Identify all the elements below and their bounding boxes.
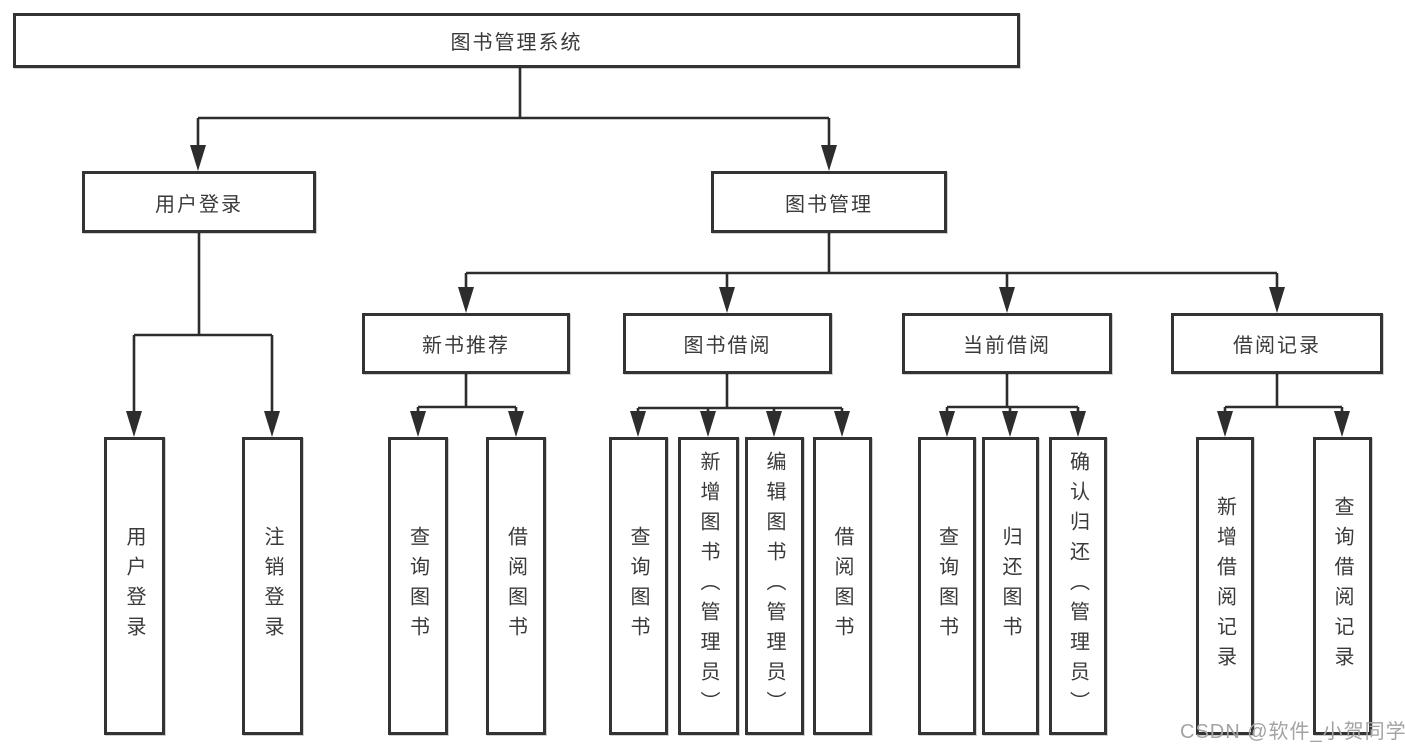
- node-book-borrowing: 图书借阅: [623, 313, 832, 374]
- connector-bookborrow-to-children: [630, 374, 850, 437]
- node-cb-confirm-return-admin: 确认归还（管理员）: [1049, 437, 1107, 735]
- node-user-login: 用户登录: [82, 171, 316, 233]
- node-bb-query-books-label: 查询图书: [627, 526, 649, 646]
- node-logout-action-label: 注销登录: [261, 526, 283, 646]
- node-current-borrowing: 当前借阅: [902, 313, 1112, 374]
- node-br-query-record: 查询借阅记录: [1313, 437, 1372, 735]
- node-cb-return-books: 归还图书: [982, 437, 1039, 735]
- connector-login-to-children: [126, 233, 280, 437]
- connector-mgmt-to-level3: [458, 233, 1285, 313]
- node-cb-return-books-label: 归还图书: [999, 526, 1021, 646]
- node-bb-query-books: 查询图书: [609, 437, 668, 735]
- node-bb-edit-books-admin-label: 编辑图书（管理员）: [763, 451, 785, 721]
- node-book-management: 图书管理: [711, 171, 947, 233]
- node-new-book-recommend-label: 新书推荐: [422, 335, 510, 357]
- node-cb-confirm-return-admin-label: 确认归还（管理员）: [1066, 451, 1089, 721]
- node-borrow-records-label: 借阅记录: [1233, 335, 1321, 357]
- node-nb-borrow-books-label: 借阅图书: [504, 526, 527, 646]
- node-br-query-record-label: 查询借阅记录: [1331, 496, 1353, 676]
- node-bb-borrow-books-label: 借阅图书: [831, 526, 853, 646]
- node-borrow-records: 借阅记录: [1171, 313, 1383, 374]
- node-nb-borrow-books: 借阅图书: [486, 437, 546, 735]
- node-new-book-recommend: 新书推荐: [362, 313, 570, 374]
- node-cb-query-books: 查询图书: [918, 437, 976, 735]
- node-bb-add-books-admin-label: 新增图书（管理员）: [697, 451, 719, 721]
- node-current-borrowing-label: 当前借阅: [963, 335, 1051, 357]
- node-cb-query-books-label: 查询图书: [935, 526, 958, 646]
- node-book-borrowing-label: 图书借阅: [683, 335, 772, 357]
- csdn-watermark: CSDN @软件_小贺同学: [1180, 721, 1405, 743]
- node-bb-edit-books-admin: 编辑图书（管理员）: [745, 437, 804, 735]
- node-bb-borrow-books: 借阅图书: [813, 437, 872, 735]
- node-root-label: 图书管理系统: [450, 32, 583, 54]
- connector-currentborrow-to-children: [939, 374, 1086, 437]
- node-br-add-record-label: 新增借阅记录: [1213, 496, 1236, 676]
- node-logout-action: 注销登录: [242, 437, 303, 735]
- connector-newbooks-to-children: [410, 374, 524, 437]
- node-nb-query-books: 查询图书: [388, 437, 448, 735]
- connector-borrowrecords-to-children: [1217, 374, 1350, 437]
- node-root: 图书管理系统: [13, 13, 1020, 68]
- node-user-login-action: 用户登录: [104, 437, 165, 735]
- node-nb-query-books-label: 查询图书: [406, 526, 429, 646]
- node-user-login-action-label: 用户登录: [123, 526, 145, 646]
- node-br-add-record: 新增借阅记录: [1196, 437, 1254, 735]
- node-user-login-label: 用户登录: [155, 193, 243, 216]
- node-book-management-label: 图书管理: [785, 193, 873, 216]
- connector-root-to-level2: [190, 68, 837, 171]
- node-bb-add-books-admin: 新增图书（管理员）: [678, 437, 739, 735]
